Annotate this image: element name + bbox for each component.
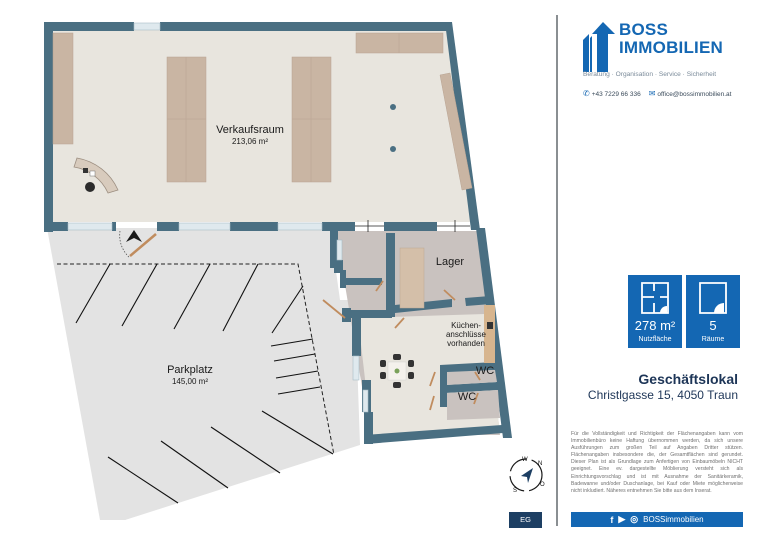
facebook-icon[interactable]: f — [610, 514, 614, 525]
room-name-line: Küchen- — [451, 321, 481, 330]
phone-contact[interactable]: ✆+43 7229 66 336 — [583, 89, 641, 98]
property-type: Geschäftslokal — [638, 371, 738, 387]
floor-level-badge: EG — [509, 512, 542, 528]
disclaimer-text: Für die Vollständigkeit und Richtigkeit … — [571, 431, 743, 494]
stat-label: Nutzfläche — [638, 336, 672, 343]
room-name: WC — [457, 391, 477, 403]
parking-lines — [75, 263, 334, 504]
compass-icon: W N O S — [509, 457, 545, 494]
stat-label: Räume — [701, 336, 725, 343]
brand-logo: BOSS IMMOBILIEN — [583, 18, 753, 74]
room-area: 145,00 m² — [171, 376, 209, 386]
kitchen-counter — [484, 305, 495, 363]
doors — [322, 280, 481, 411]
floor-plan — [44, 22, 512, 520]
furniture-shelves — [52, 32, 473, 191]
youtube-icon[interactable]: ▶ — [618, 514, 626, 524]
svg-text:W: W — [522, 457, 528, 463]
brand-tagline: Beratung · Organisation · Service · Sich… — [583, 71, 717, 78]
room-name: Verkaufsraum — [216, 124, 284, 136]
room-label-lager: Lager — [430, 256, 470, 269]
room-label-verkaufsraum: Verkaufsraum 213,06 m² — [205, 124, 295, 146]
room-name: Lager — [435, 256, 465, 268]
social-handle[interactable]: BOSSimmobilien — [643, 515, 704, 524]
stat-nutzflaeche: 278 m² Nutzfläche — [628, 275, 682, 348]
verkaufsraum-floor — [52, 24, 475, 222]
room-name: Parkplatz — [167, 364, 213, 376]
lager-shelf — [399, 247, 425, 309]
room-label-wc-1: WC — [470, 365, 500, 378]
email-address: office@bossimmobilien.at — [657, 91, 732, 98]
entrance-arrow — [126, 230, 142, 242]
svg-text:S: S — [513, 488, 517, 494]
reception-desk — [73, 157, 119, 194]
stat-raeume: 5 Räume — [686, 275, 740, 348]
room-label-wc-2: WC — [452, 391, 482, 404]
room-name-line: vorhanden — [447, 339, 485, 349]
wc-2-floor — [447, 390, 500, 420]
instagram-icon[interactable]: ◎ — [630, 514, 639, 524]
brand-name-line1: BOSS — [619, 20, 668, 39]
email-contact[interactable]: ✉office@bossimmobilien.at — [649, 89, 732, 98]
brand-name-line2: IMMOBILIEN — [619, 38, 723, 57]
stat-value: 278 m² — [634, 318, 676, 333]
contact-row: ✆+43 7229 66 336 ✉office@bossimmobilien.… — [583, 89, 731, 98]
svg-text:N: N — [538, 461, 542, 467]
wc-1-floor — [447, 370, 497, 385]
phone-number: +43 7229 66 336 — [591, 91, 641, 98]
svg-text:O: O — [540, 482, 545, 488]
room-area: 213,06 m² — [231, 136, 269, 146]
room-label-parkplatz: Parkplatz 145,00 m² — [150, 364, 230, 386]
house-logo-icon — [583, 22, 615, 72]
floorplan-icon — [641, 282, 669, 314]
room-name: WC — [475, 365, 495, 377]
room-name-line: anschlüsse — [445, 330, 487, 340]
column — [390, 146, 396, 152]
room-icon — [699, 282, 727, 314]
email-icon: ✉ — [648, 89, 656, 98]
property-address: Christlgasse 15, 4050 Traun — [587, 388, 738, 402]
room-label-kueche: Küchen- anschlüsse vorhanden — [436, 321, 496, 349]
walls — [44, 22, 480, 232]
divider — [556, 15, 558, 526]
parking-boundary — [57, 263, 335, 456]
windows — [67, 22, 323, 231]
column — [390, 104, 396, 110]
info-panel: BOSS IMMOBILIEN Beratung · Organisation … — [565, 0, 760, 543]
dining-table — [380, 354, 414, 388]
phone-icon: ✆ — [583, 89, 590, 98]
stat-value: 5 — [709, 318, 717, 333]
social-bar[interactable]: f ▶ ◎ BOSSimmobilien — [571, 512, 743, 527]
